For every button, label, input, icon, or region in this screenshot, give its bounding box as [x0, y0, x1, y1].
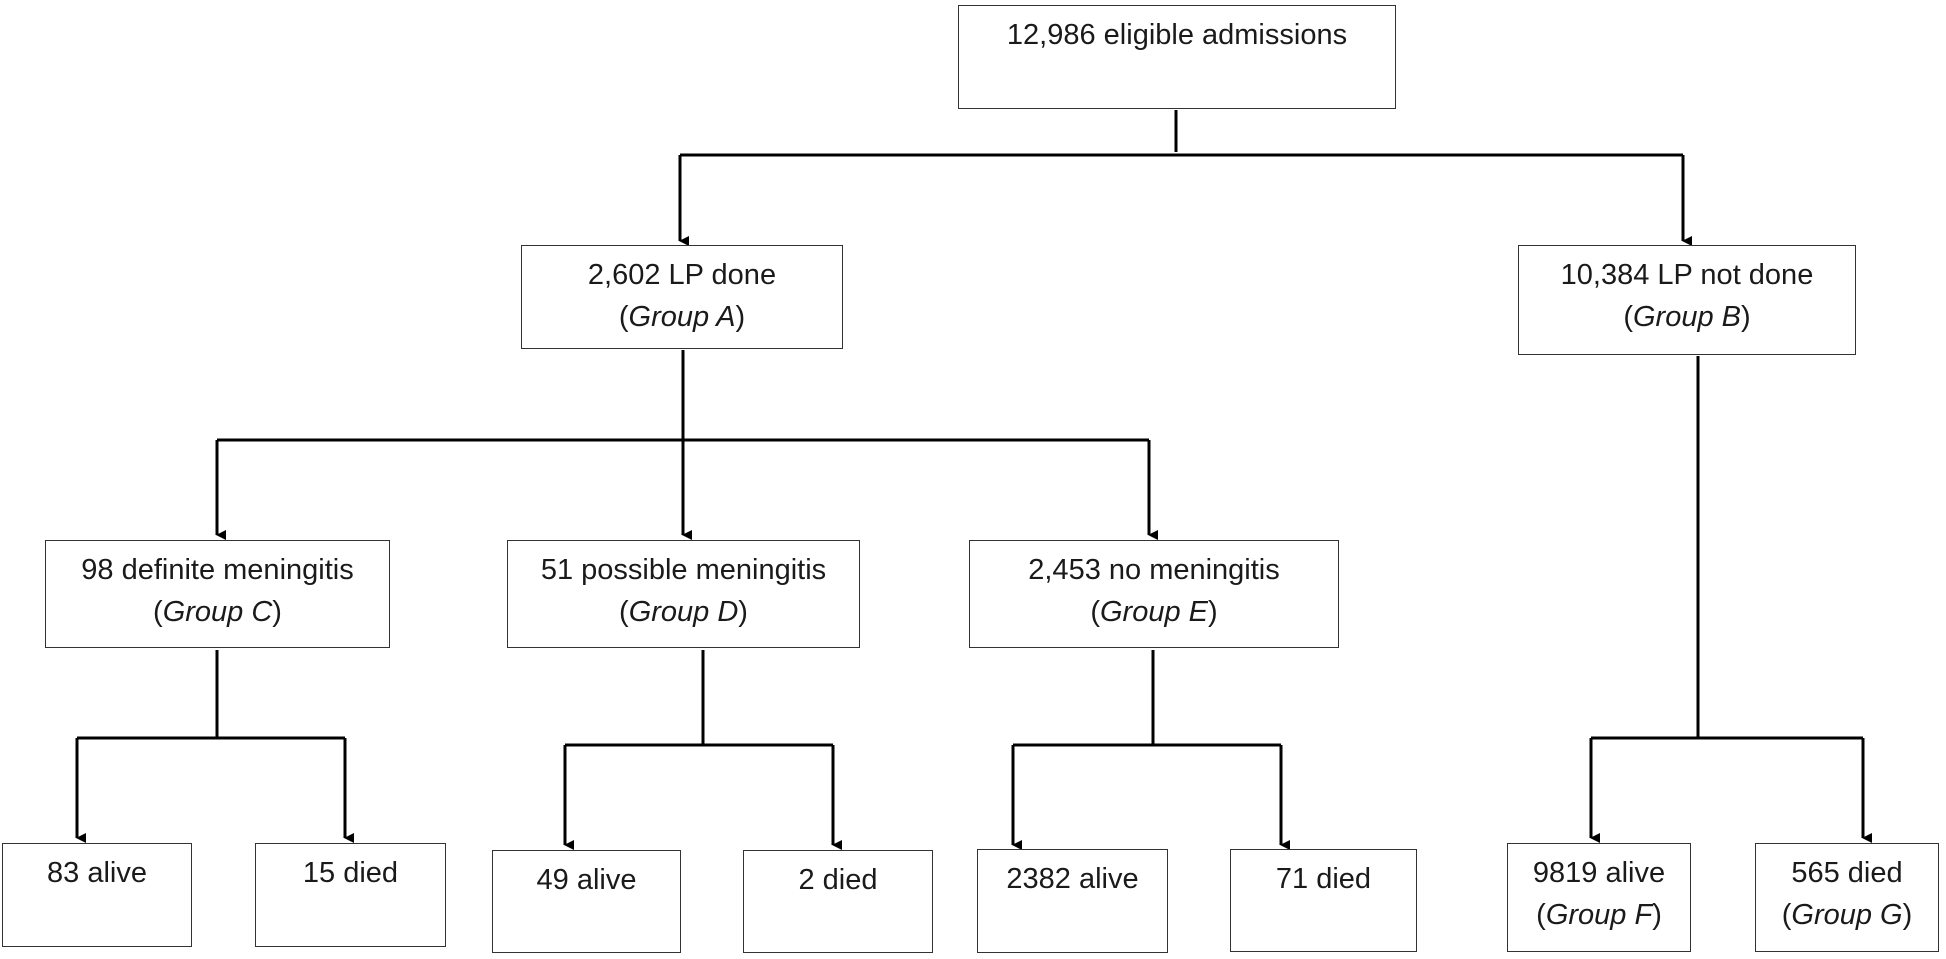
c-died-label: 15 died — [302, 857, 399, 889]
group-d-tag: Group D — [628, 596, 739, 628]
b-alive-open: ( — [1536, 899, 1546, 931]
group-a-node: 2,602 LP done (Group A) — [521, 245, 843, 349]
group-b-open: ( — [1623, 301, 1633, 333]
b-died-label: 565 died — [1791, 857, 1903, 889]
group-c-node: 98 definite meningitis (Group C) — [45, 540, 390, 648]
group-e-label: 2,453 no meningitis — [1028, 554, 1280, 586]
e-alive-label: 2382 alive — [1006, 863, 1139, 895]
b-alive-label: 9819 alive — [1532, 857, 1666, 889]
group-a-open: ( — [618, 301, 629, 333]
b-died-node: 565 died (Group G) — [1755, 843, 1939, 952]
group-d-node: 51 possible meningitis (Group D) — [507, 540, 860, 648]
group-c-open: ( — [153, 596, 163, 628]
group-e-tag: Group E — [1100, 596, 1208, 628]
d-died-node: 2 died — [743, 850, 933, 953]
b-died-tag: Group G — [1791, 899, 1903, 931]
group-b-tag: Group B — [1633, 301, 1741, 333]
e-alive-node: 2382 alive — [977, 849, 1168, 953]
e-died-label: 71 died — [1275, 863, 1372, 895]
root-node: 12,986 eligible admissions — [958, 5, 1396, 109]
b-died-open: ( — [1781, 899, 1792, 931]
e-died-node: 71 died — [1230, 849, 1417, 952]
group-b-node: 10,384 LP not done (Group B) — [1518, 245, 1856, 355]
group-e-close: ) — [1208, 596, 1218, 628]
d-alive-label: 49 alive — [536, 864, 637, 896]
group-d-label: 51 possible meningitis — [540, 554, 827, 586]
group-a-tag: Group A — [628, 301, 736, 333]
b-alive-close: ) — [1652, 899, 1662, 931]
group-e-node: 2,453 no meningitis (Group E) — [969, 540, 1339, 648]
c-died-node: 15 died — [255, 843, 446, 947]
d-alive-node: 49 alive — [492, 850, 681, 953]
group-d-close: ) — [738, 596, 748, 628]
group-b-label: 10,384 LP not done — [1560, 259, 1814, 291]
c-alive-label: 83 alive — [47, 857, 147, 889]
group-c-close: ) — [272, 596, 282, 628]
root-label: 12,986 eligible admissions — [1006, 19, 1348, 51]
c-alive-node: 83 alive — [2, 843, 192, 947]
group-b-close: ) — [1741, 301, 1751, 333]
b-died-close: ) — [1902, 899, 1913, 931]
group-d-open: ( — [619, 596, 629, 628]
group-c-tag: Group C — [162, 596, 273, 628]
group-e-open: ( — [1090, 596, 1100, 628]
b-alive-tag: Group F — [1545, 899, 1653, 931]
group-a-close: ) — [735, 301, 746, 333]
b-alive-node: 9819 alive (Group F) — [1507, 843, 1691, 952]
d-died-label: 2 died — [798, 864, 878, 896]
group-c-label: 98 definite meningitis — [81, 554, 354, 586]
group-a-label: 2,602 LP done — [587, 259, 777, 291]
